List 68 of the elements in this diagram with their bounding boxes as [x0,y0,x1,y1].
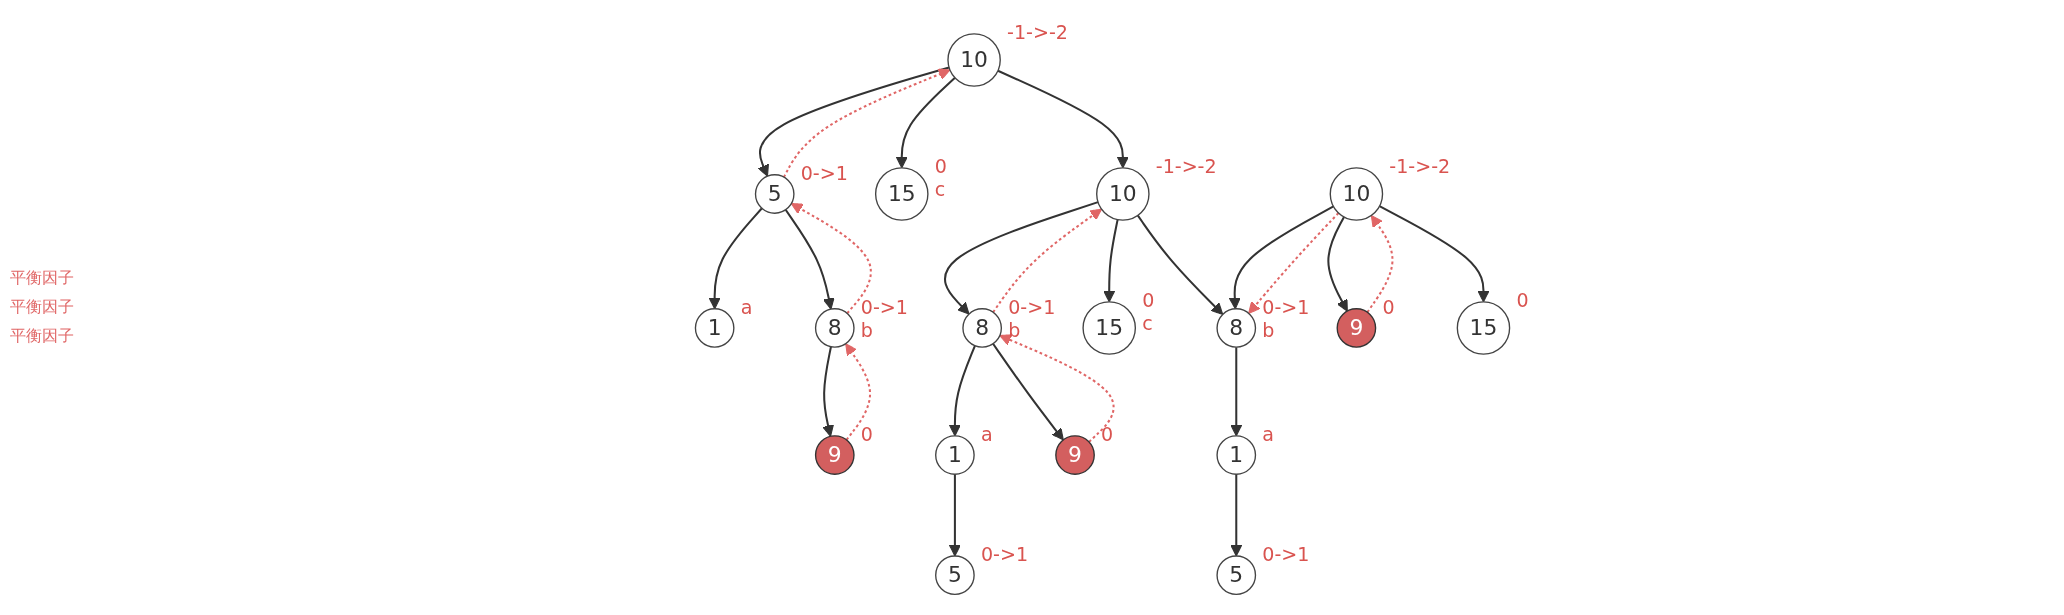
balance-factor-label: 0 [1382,295,1395,318]
note-label: 平衡因子 [10,297,75,317]
balance-factor-label: -1->-2 [1155,154,1217,177]
balance-factor-label: 0 [934,154,947,177]
arrow [1230,473,1243,557]
arrow [822,346,834,437]
balance-factor-label: b [1008,318,1021,341]
node-circle: 9 [1336,307,1377,348]
arrow [992,342,1064,440]
node-circle: 10 [1096,166,1150,221]
balance-factor-label: a [980,422,993,445]
arrow [757,65,950,177]
node-circle: 15 [874,166,929,221]
arrow [895,76,956,168]
arrow [948,344,976,436]
balance-factor-label: c [934,178,946,200]
balance-factor-label: c [1142,311,1153,334]
node-circle: 15 [1456,300,1511,355]
balance-factor-label: -1->-2 [1389,154,1451,177]
balance-factor-label: 0->1 [1008,295,1056,318]
node-circle: 5 [1216,554,1257,595]
arrow [1103,218,1119,302]
node-circle: 8 [962,307,1003,348]
arrow [708,207,763,309]
arrow [1228,205,1334,309]
balance-factor-label: a [1262,422,1274,445]
arrow [1379,204,1490,302]
balance-factor-label: b [1262,318,1275,341]
balance-factor-label: a [740,295,753,318]
arrow [845,342,872,440]
note-label: 平衡因子 [10,268,75,288]
node-circle: 15 [1082,300,1136,355]
balance-factor-label: 0 [1101,422,1114,445]
balance-factor-label: 0 [1142,288,1155,311]
node-circle: 9 [814,434,855,475]
balance-factor-label: b [860,318,873,341]
balance-factor-label: 0->1 [1262,295,1310,318]
arrow [790,202,872,314]
balance-factor-label: 0->1 [980,542,1029,565]
balance-factor-label: 0->1 [800,161,848,184]
arrow [944,200,1099,315]
node-circle: 9 [1055,434,1095,475]
arrow [1327,216,1348,312]
arrow [782,68,951,178]
node-circle: 5 [754,173,795,214]
balance-factor-label: -1->-2 [1007,20,1068,43]
node-circle: 1 [1216,434,1257,475]
balance-factor-label: 0 [1516,288,1529,311]
arrow [1136,214,1224,315]
arrow [997,69,1129,168]
arrow [784,208,835,310]
arrow [992,208,1103,313]
balance-factor-label: 0->1 [1262,542,1310,565]
node-circle: 10 [947,32,1001,87]
balance-factor-label: 0 [860,422,873,445]
node-circle: 8 [814,307,855,348]
node-circle: 5 [935,554,975,595]
node-circle: 1 [694,307,735,348]
node-circle: 10 [1329,166,1384,221]
arrow [948,473,961,557]
node-circle: 1 [935,434,975,475]
balance-factor-label: 0->1 [860,295,908,318]
node-circle: 8 [1216,307,1257,348]
arrow [999,333,1115,443]
note-label: 平衡因子 [10,326,75,346]
arrow [1248,211,1340,314]
arrow [1230,346,1243,436]
arrow [1366,214,1394,313]
